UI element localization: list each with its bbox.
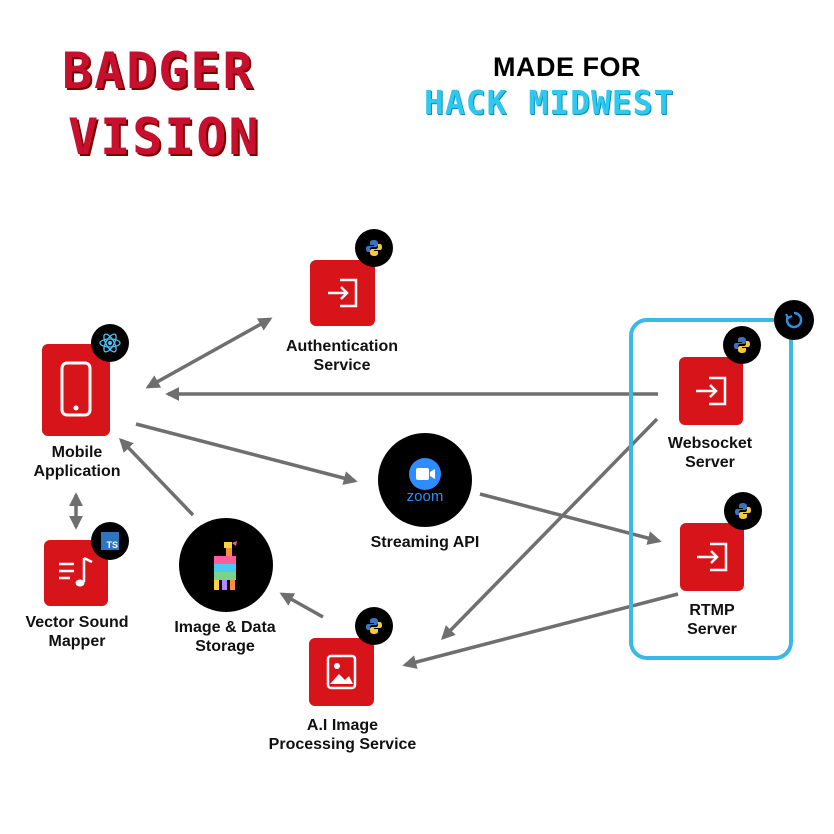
image-data-storage-node[interactable] <box>179 518 273 612</box>
rtmp-python-badge <box>724 492 762 530</box>
login-icon <box>696 376 727 406</box>
python-icon <box>734 337 750 353</box>
title-line-2: VISION <box>68 108 261 166</box>
websocket-python-badge <box>723 326 761 364</box>
image-icon <box>326 654 357 690</box>
image-data-storage-label: Image & Data Storage <box>174 619 276 655</box>
streaming-api-label: Streaming API <box>370 534 480 551</box>
music-list-icon <box>59 556 93 587</box>
typescript-icon: TS <box>101 532 119 550</box>
ai-image-processing-box[interactable] <box>309 638 374 706</box>
websocket-server-box[interactable] <box>679 357 743 425</box>
server-group-frame <box>629 318 793 660</box>
auth-python-badge <box>355 229 393 267</box>
streaming-api-node[interactable]: zoom <box>378 433 472 527</box>
pinata-icon <box>214 541 237 590</box>
made-for-text: MADE FOR <box>493 52 641 82</box>
python-icon <box>735 503 751 519</box>
login-icon <box>697 542 728 572</box>
ai-image-processing-label: A.I Image Processing Service <box>268 717 417 753</box>
mobile-react-badge <box>91 324 129 362</box>
mobile-app-label: Mobile Application <box>33 444 121 480</box>
auth-service-box[interactable] <box>310 260 375 326</box>
event-name: HACK MIDWEST <box>424 83 675 122</box>
websocket-server-label: Websocket Server <box>667 435 753 471</box>
arrow-mobile-streaming <box>135 422 358 485</box>
login-icon <box>328 278 358 308</box>
python-icon <box>366 618 382 634</box>
ai-python-badge <box>355 607 393 645</box>
smartphone-icon <box>60 361 92 417</box>
arrow-websocket-ai <box>441 417 659 641</box>
zoom-logo-text: zoom <box>406 488 444 505</box>
title-line-1: BADGER <box>62 42 255 100</box>
rtmp-server-box[interactable] <box>680 523 744 591</box>
vector-typescript-badge: TS <box>91 522 129 560</box>
vector-sound-mapper-label: Vector Sound Mapper <box>25 614 129 650</box>
react-icon <box>99 333 121 353</box>
auth-service-label: Authentication Service <box>286 338 398 374</box>
arrow-mobile-auth <box>145 317 273 389</box>
arrow-ai-storage <box>279 592 324 619</box>
rtmp-server-label: RTMP Server <box>687 602 737 638</box>
refresh-badge <box>774 300 814 340</box>
mobile-app-box[interactable] <box>42 344 110 436</box>
arrow-storage-mobile <box>119 437 195 517</box>
python-icon <box>366 240 382 256</box>
zoom-camera-icon <box>409 458 441 490</box>
refresh-icon <box>785 311 803 329</box>
